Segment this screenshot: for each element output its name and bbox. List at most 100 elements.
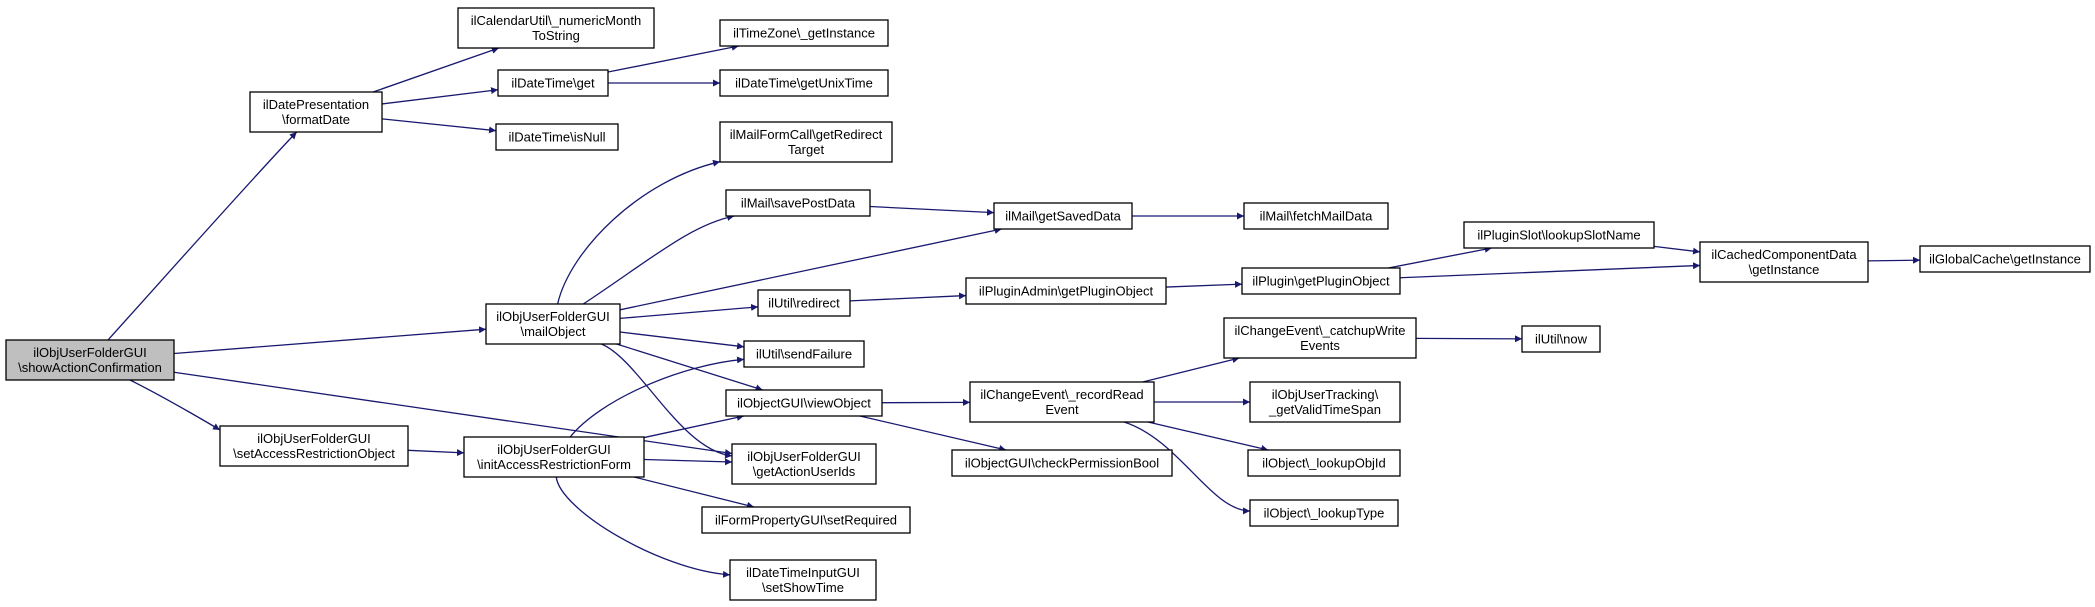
node-setAccess[interactable]: ilObjUserFolderGUI\setAccessRestrictionO… — [219, 425, 409, 467]
node-label-line: \mailObject — [520, 324, 585, 339]
edge-initAccess-to-setRequired — [633, 476, 755, 509]
edge-initAccess-to-setShowTime — [555, 476, 731, 578]
node-viewObject[interactable]: ilObjectGUI\viewObject — [725, 389, 883, 417]
node-box — [1243, 202, 1389, 230]
edge-initAccess-to-actionUserIds — [643, 458, 733, 466]
edge-recordRead-to-lookupType — [1123, 421, 1251, 515]
edge-mailObject-to-redirectTarget — [556, 159, 721, 305]
node-savePostData[interactable]: ilMail\savePostData — [725, 189, 871, 217]
node-label-line: ilCachedComponentData — [1711, 247, 1857, 262]
node-box — [719, 121, 893, 163]
node-getSavedData[interactable]: ilMail\getSavedData — [993, 202, 1133, 230]
edge-showAction-to-formatDate — [107, 131, 298, 341]
node-label-line: ilObjUserFolderGUI — [257, 431, 370, 446]
node-sendFailure[interactable]: ilUtil\sendFailure — [743, 340, 865, 368]
node-slotName[interactable]: ilPluginSlot\lookupSlotName — [1463, 221, 1655, 249]
node-box — [719, 19, 889, 47]
edge-layer — [107, 43, 1921, 578]
node-box — [463, 436, 645, 478]
node-box — [1699, 241, 1869, 283]
node-label-line: ilObjectGUI\viewObject — [737, 396, 871, 411]
node-box — [5, 339, 175, 381]
node-box — [457, 7, 655, 49]
edge-formatDate-to-isNull — [381, 118, 497, 134]
node-box — [1463, 221, 1655, 249]
node-dtGet[interactable]: ilDateTime\get — [497, 69, 609, 97]
node-lookupType[interactable]: ilObject\_lookupType — [1249, 499, 1399, 527]
node-lookupObjId[interactable]: ilObject\_lookupObjId — [1247, 449, 1401, 477]
edge-savePostData-to-getSavedData — [869, 205, 995, 216]
edge-viewObject-to-checkPerm — [859, 415, 1007, 452]
node-label-line: _getValidTimeSpan — [1268, 402, 1381, 417]
node-box — [757, 289, 851, 317]
node-utilNow[interactable]: ilUtil\now — [1521, 325, 1601, 353]
node-mailObject[interactable]: ilObjUserFolderGUI\mailObject — [485, 303, 621, 345]
node-label-line: \getActionUserIds — [753, 464, 856, 479]
node-label-line: ilMail\savePostData — [741, 196, 856, 211]
node-tzGetInstance[interactable]: ilTimeZone\_getInstance — [719, 19, 889, 47]
node-label-line: ilObject\_lookupType — [1264, 506, 1385, 521]
node-fetchMailData[interactable]: ilMail\fetchMailData — [1243, 202, 1389, 230]
node-box — [719, 69, 889, 97]
node-setRequired[interactable]: ilFormPropertyGUI\setRequired — [701, 506, 911, 534]
node-label-line: ilChangeEvent\_recordRead — [980, 387, 1143, 402]
edge-recordRead-to-lookupObjId — [1147, 421, 1269, 452]
edge-formatDate-to-dtGet — [381, 87, 499, 105]
node-cachedComp[interactable]: ilCachedComponentData\getInstance — [1699, 241, 1869, 283]
node-setShowTime[interactable]: ilDateTimeInputGUI\setShowTime — [729, 559, 877, 601]
node-label-line: \getInstance — [1749, 262, 1820, 277]
node-validTime[interactable]: ilObjUserTracking\_getValidTimeSpan — [1249, 381, 1401, 423]
node-globalCache[interactable]: ilGlobalCache\getInstance — [1919, 245, 2091, 273]
node-label-line: ilObjUserFolderGUI — [497, 442, 610, 457]
node-actionUserIds[interactable]: ilObjUserFolderGUI\getActionUserIds — [731, 443, 877, 485]
edge-showAction-to-setAccess — [129, 379, 221, 431]
node-box — [1241, 267, 1401, 295]
node-box — [1249, 499, 1399, 527]
node-label-line: ilGlobalCache\getInstance — [1929, 252, 2081, 267]
node-label-line: ilDateTimeInputGUI — [746, 565, 860, 580]
node-box — [249, 91, 383, 133]
node-unixTime[interactable]: ilDateTime\getUnixTime — [719, 69, 889, 97]
edge-setAccess-to-initAccess — [407, 449, 465, 457]
edge-mailObject-to-viewObject — [616, 343, 763, 392]
node-box — [725, 189, 871, 217]
node-box — [743, 340, 865, 368]
node-checkPerm[interactable]: ilObjectGUI\checkPermissionBool — [951, 449, 1173, 477]
node-label-line: ilCalendarUtil\_numericMonth — [471, 13, 642, 28]
node-box — [731, 443, 877, 485]
edge-formatDate-to-numericMonth — [372, 47, 500, 93]
node-formatDate[interactable]: ilDatePresentation\formatDate — [249, 91, 383, 133]
node-isNull[interactable]: ilDateTime\isNull — [495, 123, 619, 151]
node-box — [729, 559, 877, 601]
edge-mailObject-to-savePostData — [582, 213, 735, 305]
node-label-line: ilFormPropertyGUI\setRequired — [715, 513, 897, 528]
edge-recordRead-to-catchupWrite — [1142, 356, 1240, 383]
node-showAction[interactable]: ilObjUserFolderGUI\showActionConfirmatio… — [5, 339, 175, 381]
node-label-line: ilPlugin\getPluginObject — [1252, 274, 1390, 289]
node-label-line: \setAccessRestrictionObject — [233, 446, 395, 461]
edge-dtGet-to-tzGetInstance — [607, 43, 739, 73]
node-label-line: ilMail\getSavedData — [1005, 209, 1121, 224]
node-initAccess[interactable]: ilObjUserFolderGUI\initAccessRestriction… — [463, 436, 645, 478]
node-pluginAdmin[interactable]: ilPluginAdmin\getPluginObject — [965, 277, 1167, 305]
node-box — [951, 449, 1173, 477]
node-redirect[interactable]: ilUtil\redirect — [757, 289, 851, 317]
node-box — [219, 425, 409, 467]
node-pluginObj[interactable]: ilPlugin\getPluginObject — [1241, 267, 1401, 295]
edge-pluginObj-to-cachedComp — [1399, 262, 1701, 279]
node-label-line: Target — [788, 142, 825, 157]
node-label-line: ilObjUserTracking\ — [1272, 387, 1379, 402]
edge-mailObject-to-actionUserIds — [601, 343, 733, 459]
node-label-line: \formatDate — [282, 112, 350, 127]
node-box — [1521, 325, 1601, 353]
node-label-line: Events — [1300, 338, 1340, 353]
node-box — [969, 381, 1155, 423]
node-label-line: ilDateTime\isNull — [508, 130, 605, 145]
node-box — [1247, 449, 1401, 477]
node-label-line: ilObjUserFolderGUI — [496, 309, 609, 324]
node-label-line: ilObjUserFolderGUI — [33, 345, 146, 360]
